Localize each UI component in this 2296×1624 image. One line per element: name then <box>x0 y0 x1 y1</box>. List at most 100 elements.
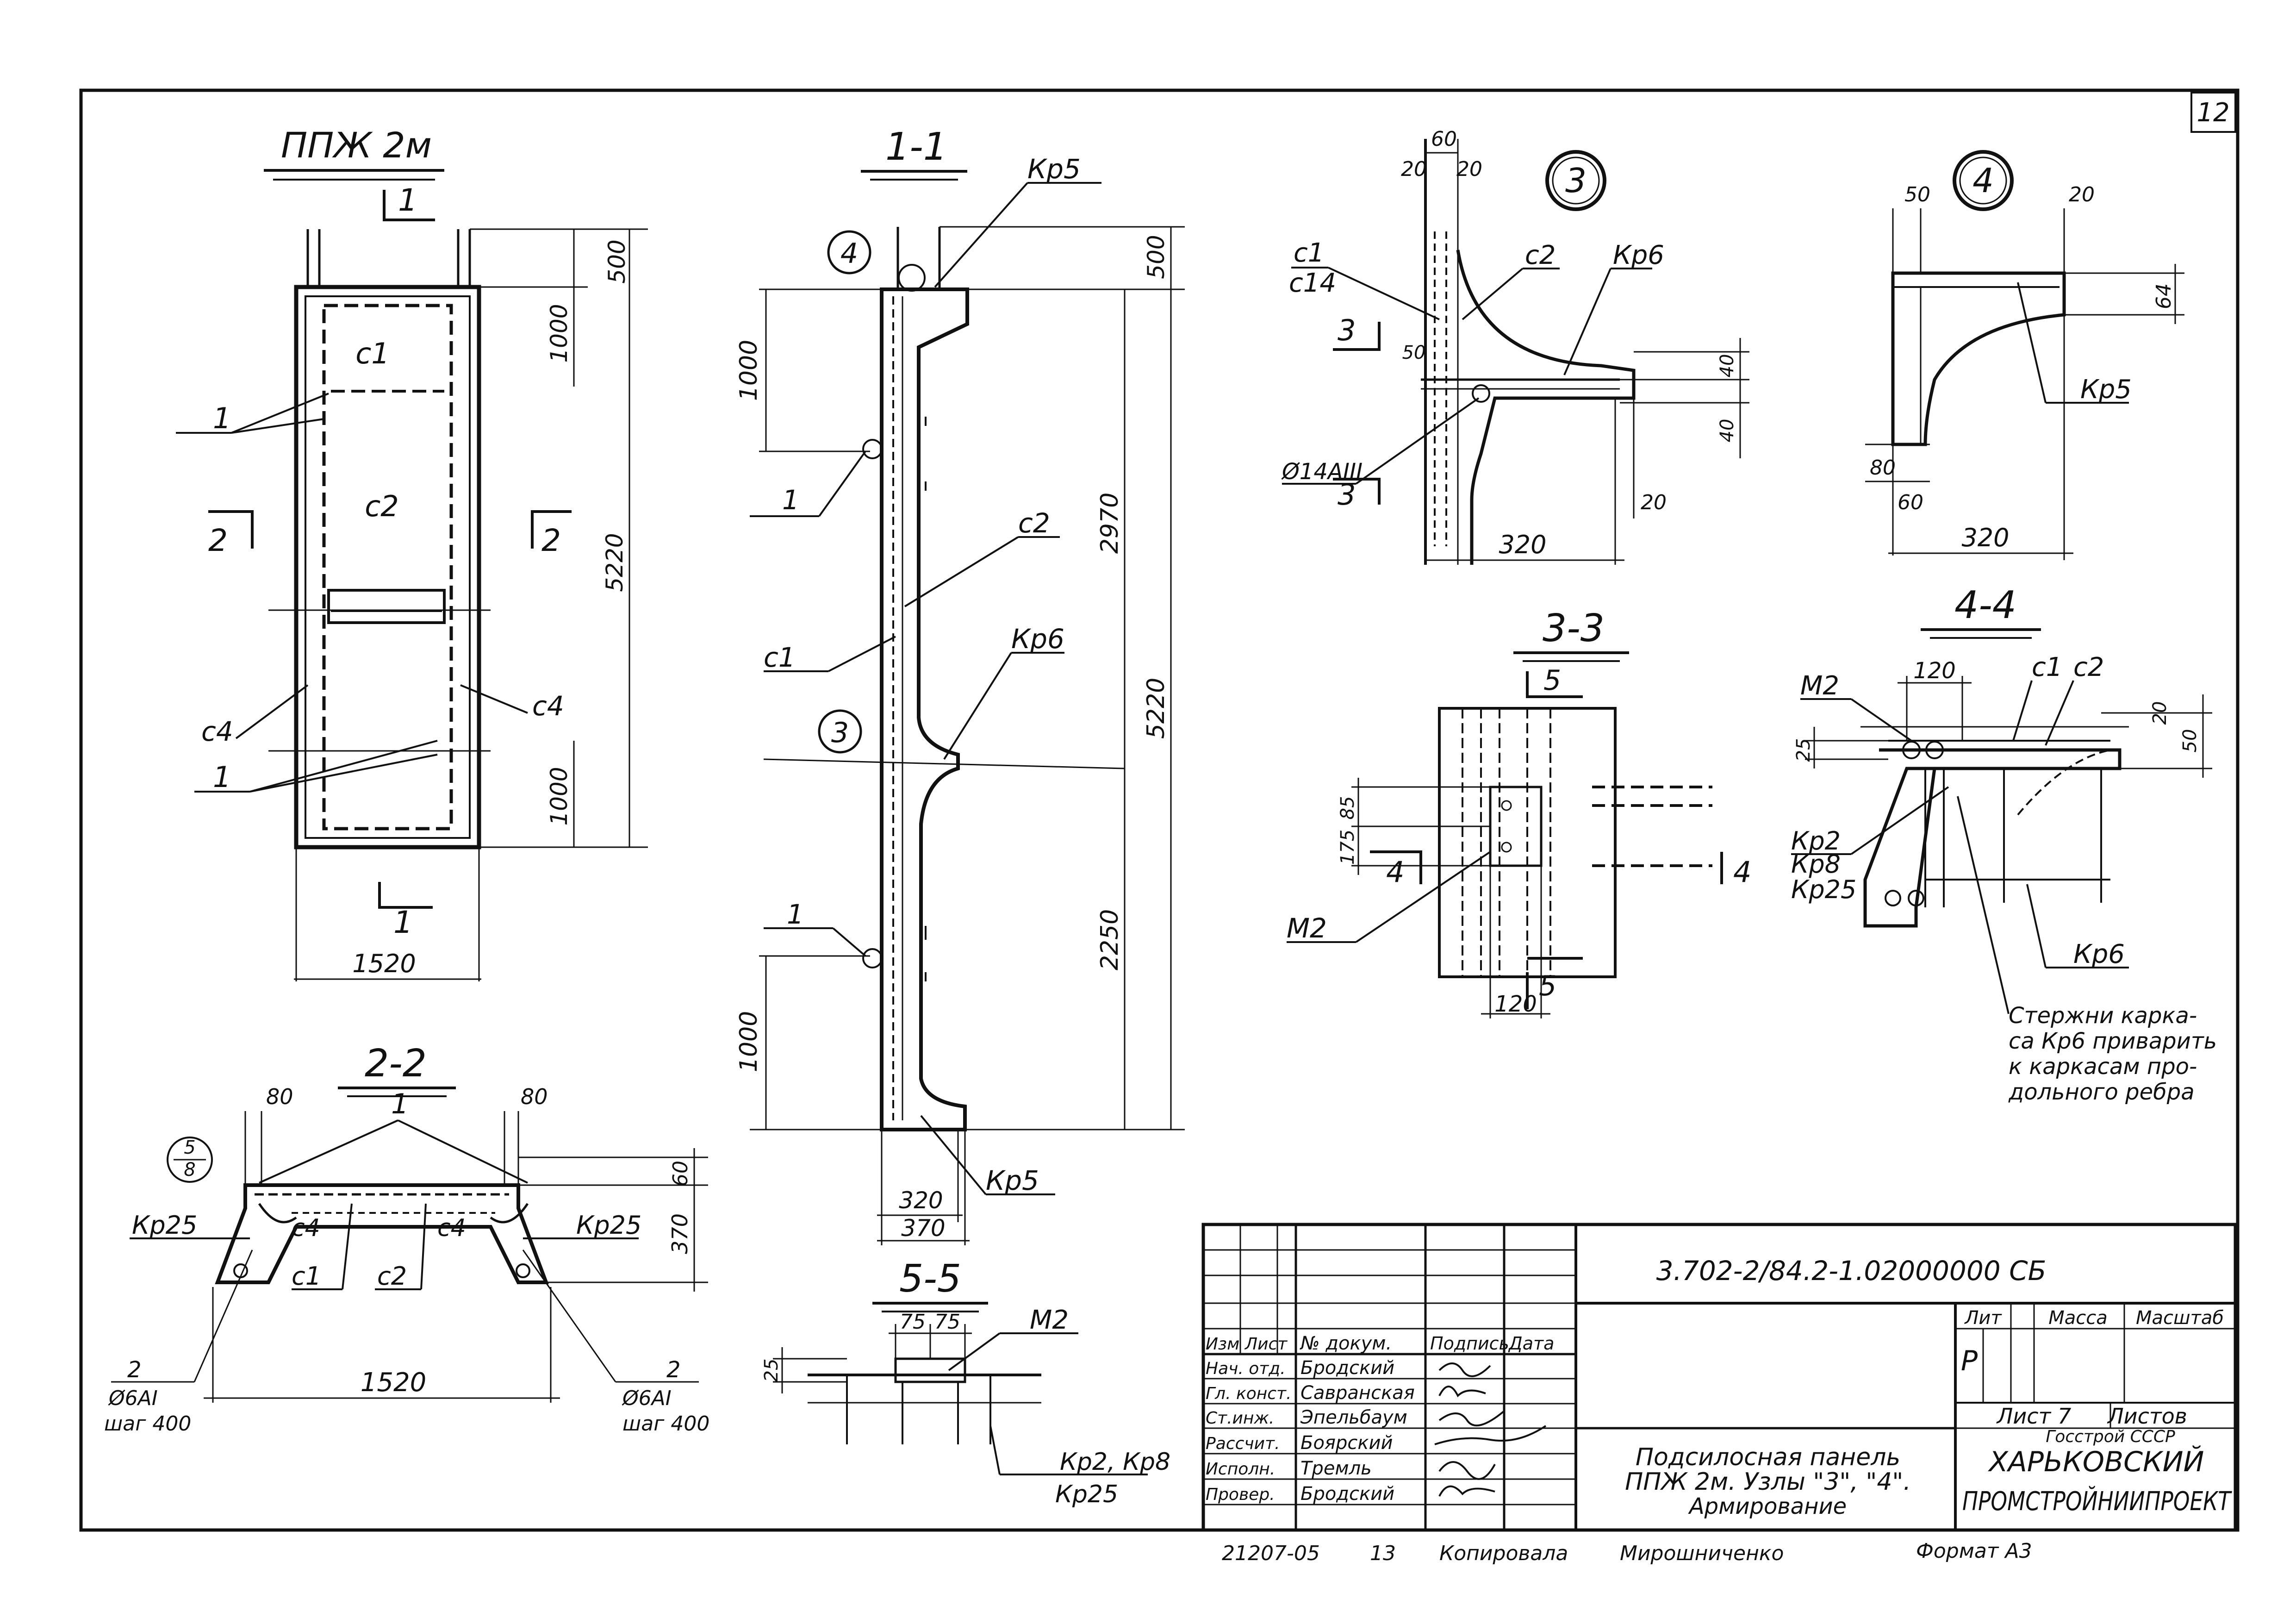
copy-number: 13 <box>1370 1542 1396 1565</box>
dim-40-top: 40 <box>1717 354 1738 378</box>
drawing-frame <box>79 88 2240 1532</box>
view-title: 4-4 <box>1954 583 2016 627</box>
dim-85: 85 <box>1337 796 1358 820</box>
label-kr25: Кр25 <box>1055 1480 1118 1508</box>
label-c1: с1 <box>764 642 796 673</box>
name-3: Эпельбаум <box>1300 1407 1407 1428</box>
node-3-ref: 3 <box>831 717 849 749</box>
name-2: Савранская <box>1300 1382 1415 1404</box>
drawing-code: 3.702-2/84.2-1.02000000 СБ <box>1656 1255 2047 1287</box>
dim-175: 175 <box>1337 830 1358 865</box>
label-kr6: Кр6 <box>2073 939 2125 969</box>
dim-20-left: 20 <box>1401 157 1427 181</box>
dim-20: 20 <box>2149 701 2171 725</box>
cut-4-right: 4 <box>1733 855 1751 889</box>
view-section-5-5: 5-5 75 75 М2 25 Кр2, Кр8 Кр25 <box>761 1257 1170 1508</box>
dim-500: 500 <box>1143 235 1170 279</box>
rebar-left-step: шаг 400 <box>104 1412 191 1436</box>
label-c2: с2 <box>2073 652 2104 682</box>
label-pos1: 1 <box>391 1088 409 1120</box>
label-kr6: Кр6 <box>1011 623 1064 655</box>
sheets-label: Листов <box>2107 1404 2187 1429</box>
dim-80-right: 80 <box>521 1084 548 1109</box>
scale-label: Масштаб <box>2136 1307 2224 1329</box>
role-5: Исполн. <box>1206 1460 1275 1479</box>
desc-line-1: Подсилосная панель <box>1636 1443 1900 1471</box>
desc-line-3: Армирование <box>1688 1493 1847 1519</box>
label-m2: М2 <box>1030 1305 1069 1335</box>
label-c2: с2 <box>1018 507 1050 539</box>
dim-500: 500 <box>604 239 630 283</box>
dim-50: 50 <box>1904 183 1930 206</box>
hdr-list: Лист <box>1244 1335 1288 1354</box>
label-c2: с2 <box>377 1262 407 1291</box>
name-6: Бродский <box>1300 1483 1394 1505</box>
label-c1: с1 <box>292 1262 321 1291</box>
view-title: 2-2 <box>365 1042 427 1086</box>
dim-1000-bottom: 1000 <box>546 767 572 825</box>
node-4-title: 4 <box>1972 161 1994 200</box>
dim-320: 320 <box>899 1187 943 1214</box>
label-c4-right: с4 <box>532 690 564 722</box>
signature-1 <box>1438 1362 1491 1377</box>
label-kr5-top: Кр5 <box>1027 153 1081 185</box>
org-line-2: ПРОМСТРОЙНИИПРОЕКТ <box>1962 1487 2232 1517</box>
view-ppzh2m: ППЖ 2м 1 с1 с2 с4 с4 1 1 2 <box>176 125 648 981</box>
title-block: Изм Лист № докум. Подпись Дата Нач. отд.… <box>1201 1223 2237 1532</box>
view-title: 1-1 <box>885 125 947 169</box>
dim-25: 25 <box>761 1359 782 1382</box>
label-c14: с14 <box>1289 268 1336 298</box>
dim-120: 120 <box>1913 658 1956 684</box>
dim-25: 25 <box>1793 738 1814 762</box>
note-line-3: к каркасам про- <box>2009 1054 2197 1080</box>
label-c4-left: с4 <box>292 1214 320 1242</box>
copied-by: Мирошниченко <box>1620 1542 1784 1565</box>
view-title: 3-3 <box>1543 606 1605 650</box>
label-m2: М2 <box>1800 671 1839 701</box>
label-kr2: Кр2 <box>1791 826 1841 856</box>
cut-5-top: 5 <box>1543 664 1561 697</box>
inv-number: 21207-05 <box>1222 1542 1320 1565</box>
ref-den: 8 <box>184 1159 195 1181</box>
name-1: Бродский <box>1300 1357 1394 1379</box>
org-line-1: ХАРЬКОВСКИЙ <box>1988 1445 2204 1478</box>
label-pos1-top: 1 <box>213 401 231 435</box>
signature-4 <box>1434 1425 1547 1445</box>
dim-50: 50 <box>2179 729 2201 753</box>
label-kr25-right: Кр25 <box>576 1211 641 1240</box>
dim-20: 20 <box>2069 183 2095 206</box>
signature-6 <box>1438 1485 1495 1497</box>
dim-2970: 2970 <box>1096 493 1124 554</box>
dim-5220: 5220 <box>1142 678 1170 739</box>
dim-20-right: 20 <box>1456 157 1482 181</box>
name-4: Боярский <box>1300 1432 1393 1454</box>
view-section-1-1: 1-1 4 3 Кр5 с2 с1 Кр6 Кр5 1 <box>735 125 1185 1245</box>
dim-20-bottom: 20 <box>1641 491 1667 514</box>
view-section-4-4: 4-4 120 М2 с1 с2 20 50 25 Кр <box>1791 583 2217 1105</box>
node-4-ref: 4 <box>840 237 858 270</box>
view-section-2-2: 2-2 5 8 1 Кр25 Кр25 с4 с4 с1 с2 80 8 <box>104 1042 709 1436</box>
dim-75-left: 75 <box>900 1310 926 1334</box>
role-4: Рассчит. <box>1206 1434 1280 1453</box>
dim-370: 370 <box>667 1213 692 1254</box>
dim-60: 60 <box>1898 491 1923 514</box>
label-kr2-kr8: Кр2, Кр8 <box>1060 1448 1170 1476</box>
note-line-1: Стержни карка- <box>2009 1003 2197 1029</box>
hdr-izm: Изм <box>1206 1335 1239 1354</box>
hdr-podpis: Подпись <box>1430 1333 1509 1354</box>
dim-320: 320 <box>1499 530 1546 559</box>
dim-50: 50 <box>1402 342 1426 363</box>
sheet-label: Лист 7 <box>1996 1404 2071 1429</box>
rebar-right-step: шаг 400 <box>622 1412 709 1436</box>
dim-80-left: 80 <box>266 1084 293 1109</box>
role-1: Нач. отд. <box>1206 1359 1286 1378</box>
dim-120: 120 <box>1494 991 1537 1017</box>
copied-label: Копировала <box>1439 1542 1568 1565</box>
cut-2-right: 2 <box>541 523 561 558</box>
dim-1000-top: 1000 <box>735 340 763 401</box>
cut-4-left: 4 <box>1386 855 1404 889</box>
dim-320: 320 <box>1961 523 2009 552</box>
label-kr5: Кр5 <box>2080 375 2132 405</box>
rebar-right-num: 2 <box>666 1357 681 1383</box>
